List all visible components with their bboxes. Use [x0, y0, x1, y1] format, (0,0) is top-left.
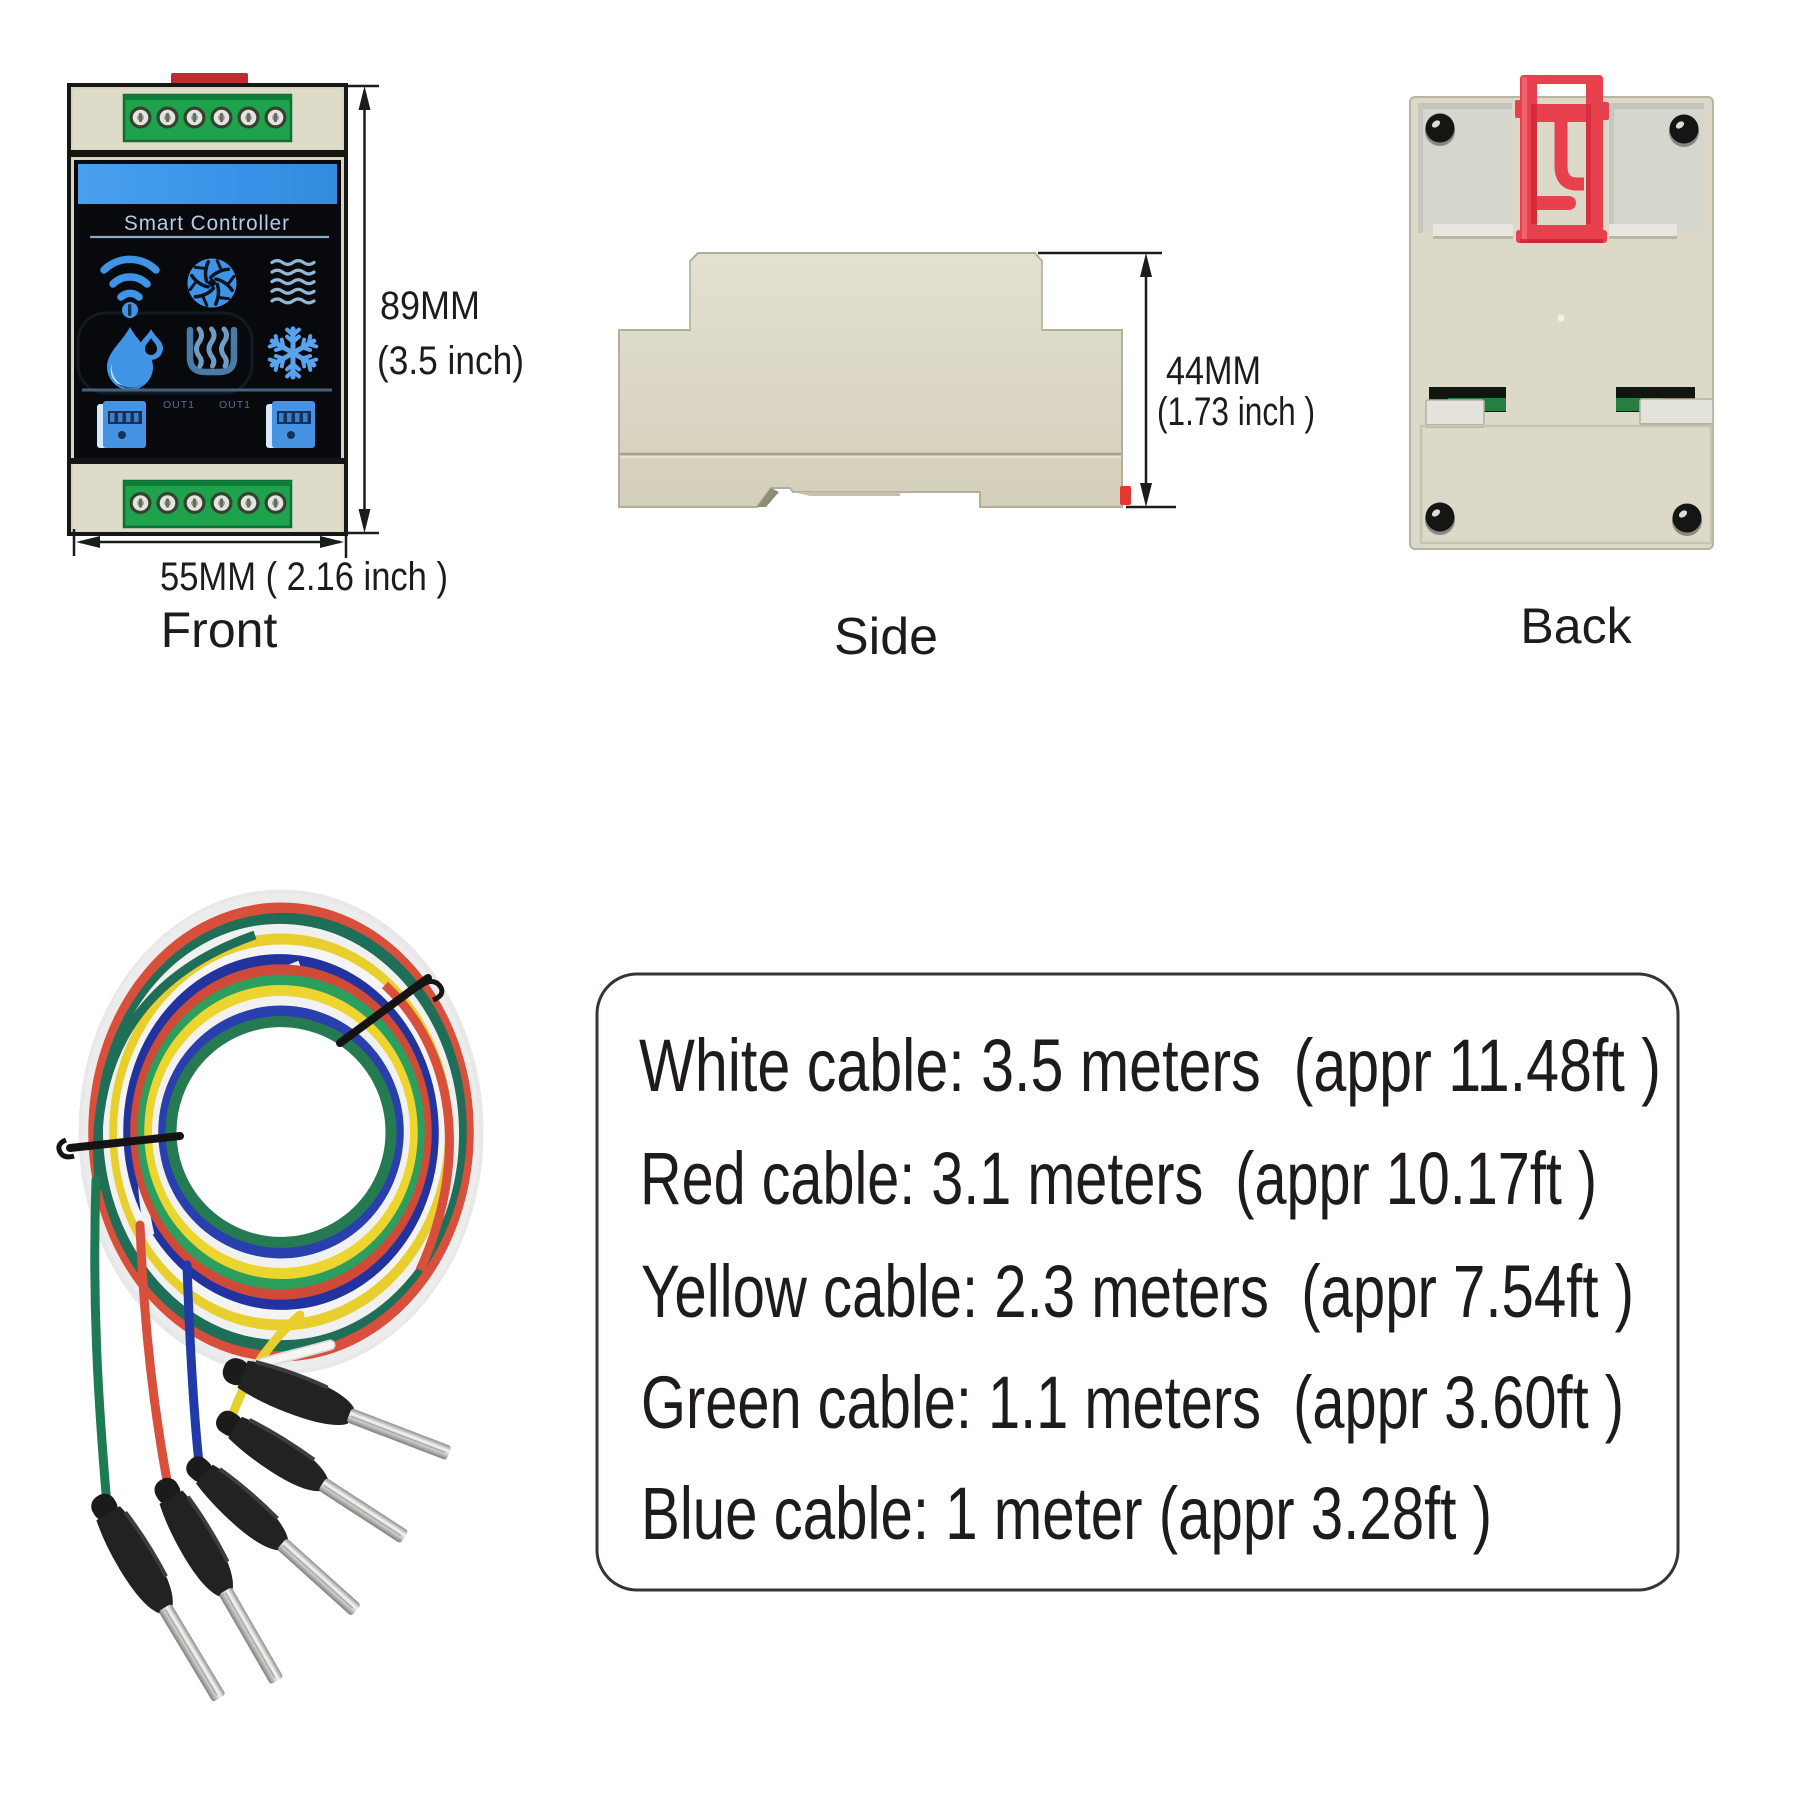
svg-text:Green cable: 1.1 meters (appr: Green cable: 1.1 meters (appr 3.60ft ): [641, 1361, 1624, 1444]
svg-text:Blue cable: 1 meter (appr 3.28: Blue cable: 1 meter (appr 3.28ft ): [641, 1472, 1492, 1555]
svg-text:Smart Controller: Smart Controller: [124, 212, 290, 235]
svg-text:Red cable: 3.1 meters (appr 1: Red cable: 3.1 meters (appr 10.17ft ): [640, 1137, 1597, 1220]
svg-text:White cable: 3.5 meters (appr: White cable: 3.5 meters (appr 11.48ft ): [639, 1024, 1661, 1107]
svg-text:(3.5 inch): (3.5 inch): [377, 339, 524, 383]
svg-text:OUT1: OUT1: [219, 399, 251, 411]
svg-text:(1.73 inch ): (1.73 inch ): [1157, 390, 1315, 434]
svg-text:55MM ( 2.16 inch ): 55MM ( 2.16 inch ): [160, 555, 448, 599]
svg-text:89MM: 89MM: [380, 284, 480, 328]
svg-text:Front: Front: [161, 602, 278, 658]
svg-text:Yellow cable: 2.3 meters (app: Yellow cable: 2.3 meters (appr 7.54ft ): [641, 1250, 1634, 1333]
svg-text:44MM: 44MM: [1166, 349, 1261, 393]
svg-text:Back: Back: [1520, 598, 1632, 654]
svg-text:Side: Side: [834, 608, 938, 666]
svg-text:OUT1: OUT1: [163, 399, 195, 411]
